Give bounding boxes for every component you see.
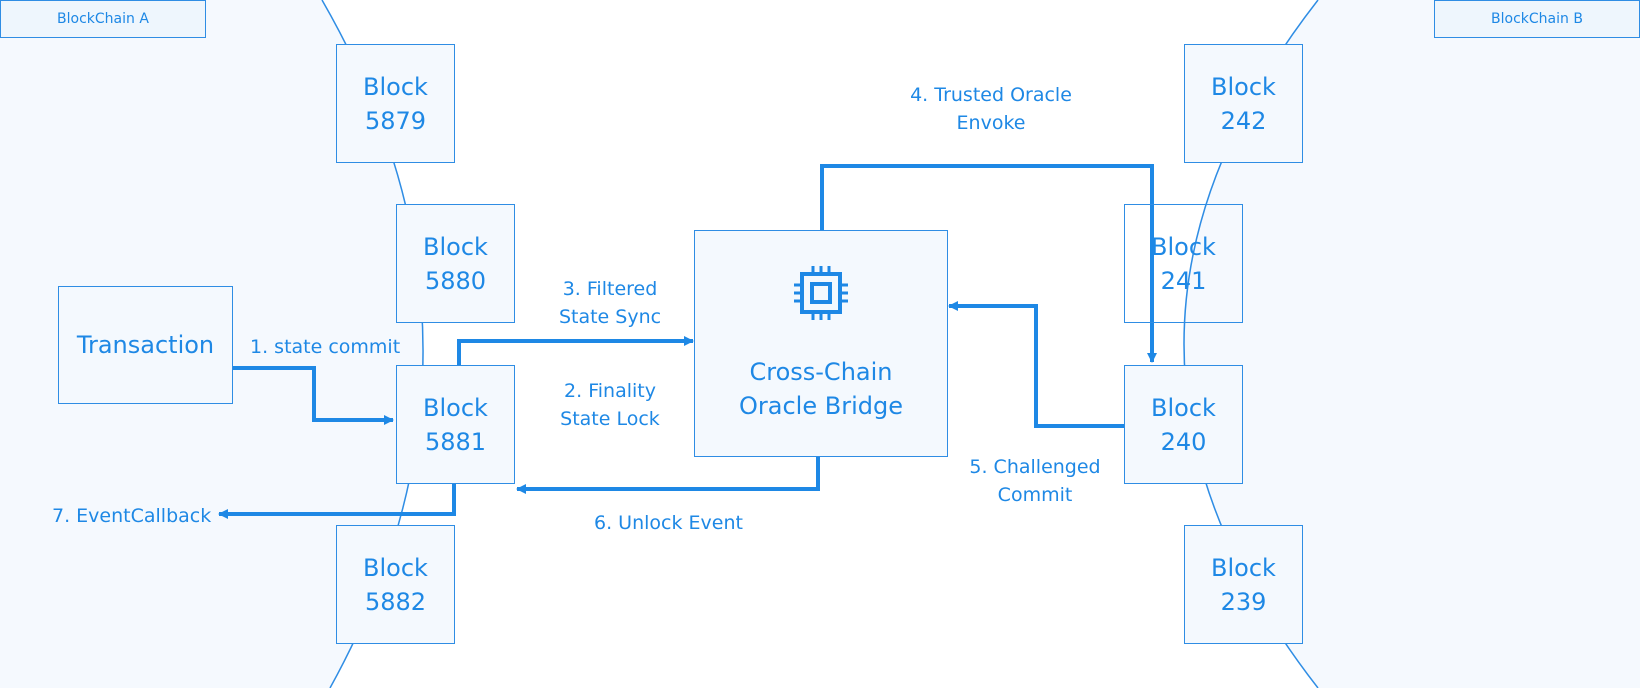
- challenged-commit-arrow: [948, 301, 1125, 428]
- block-word: Block: [1151, 232, 1216, 261]
- step-2-line2: State Lock: [560, 408, 660, 430]
- event-callback-arrow: [218, 484, 456, 519]
- block-number: 239: [1220, 587, 1267, 616]
- step-2-label: 2. Finality State Lock: [550, 377, 670, 433]
- block-5879: Block 5879: [336, 44, 455, 163]
- step-2-line1: 2. Finality: [564, 380, 656, 402]
- block-word: Block: [1151, 393, 1216, 422]
- chain-b-tag: BlockChain B: [1434, 0, 1640, 38]
- block-word: Block: [423, 393, 488, 422]
- step-3-label: 3. Filtered State Sync: [550, 275, 670, 331]
- block-word: Block: [1211, 72, 1276, 101]
- block-number: 5880: [424, 266, 487, 295]
- step-1-text: 1. state commit: [250, 336, 401, 358]
- step-4-line1: 4. Trusted Oracle: [910, 84, 1072, 106]
- block-number: 5882: [364, 587, 427, 616]
- block-word: Block: [423, 232, 488, 261]
- block-word: Block: [363, 553, 428, 582]
- transaction-box: Transaction: [58, 286, 233, 404]
- block-5882: Block 5882: [336, 525, 455, 644]
- bridge-title-line2: Oracle Bridge: [739, 391, 903, 420]
- bridge-title-line1: Cross-Chain: [749, 357, 893, 386]
- chain-b-region: [1184, 0, 1640, 688]
- step-4-line2: Envoke: [956, 112, 1026, 134]
- step-6-text: 6. Unlock Event: [594, 512, 743, 534]
- block-number: 5879: [364, 106, 427, 135]
- block-242: Block 242: [1184, 44, 1303, 163]
- step-5-line2: Commit: [997, 484, 1073, 506]
- block-5881: Block 5881: [396, 365, 515, 484]
- step-5-line1: 5. Challenged: [969, 456, 1101, 478]
- block-number: 5881: [424, 427, 487, 456]
- block-240: Block 240: [1124, 365, 1243, 484]
- block-5880: Block 5880: [396, 204, 515, 323]
- cpu-chip-icon: [794, 265, 848, 320]
- step-7-label: 7. EventCallback: [52, 502, 211, 530]
- step-4-label: 4. Trusted Oracle Envoke: [895, 81, 1087, 137]
- step-5-label: 5. Challenged Commit: [960, 453, 1110, 509]
- block-241: Block 241: [1124, 204, 1243, 323]
- unlock-event-arrow: [516, 457, 820, 494]
- block-word: Block: [1211, 553, 1276, 582]
- state-commit-arrow: [233, 366, 394, 425]
- step-1-label: 1. state commit: [250, 333, 400, 361]
- step-3-line1: 3. Filtered: [562, 278, 658, 300]
- step-6-label: 6. Unlock Event: [594, 509, 743, 537]
- block-number: 240: [1160, 427, 1207, 456]
- oracle-envoke-arrow: [820, 164, 1157, 363]
- block-number: 242: [1220, 106, 1267, 135]
- block-number: 241: [1160, 266, 1207, 295]
- filtered-sync-arrow: [457, 336, 694, 365]
- chain-a-tag: BlockChain A: [0, 0, 206, 38]
- oracle-bridge-box: Cross-Chain Oracle Bridge: [694, 230, 948, 457]
- step-3-line2: State Sync: [558, 306, 662, 328]
- step-7-text: 7. EventCallback: [52, 505, 212, 527]
- block-word: Block: [363, 72, 428, 101]
- block-239: Block 239: [1184, 525, 1303, 644]
- transaction-label: Transaction: [76, 331, 215, 359]
